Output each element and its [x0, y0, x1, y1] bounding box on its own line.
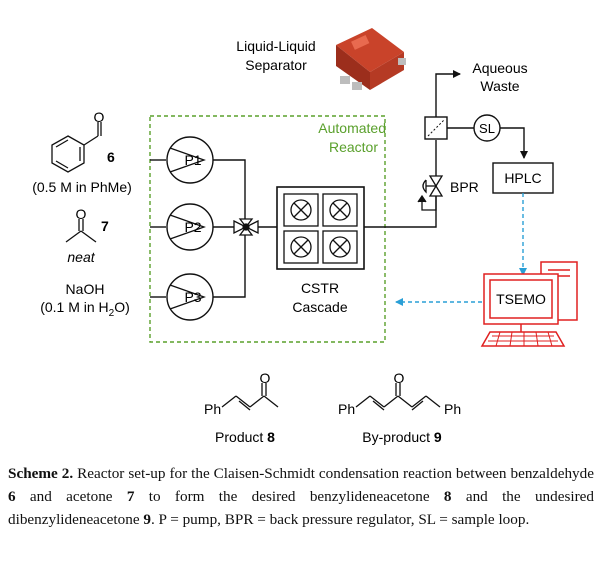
reactor-scheme-figure: Liquid-Liquid Separator Aqueous Waste Au…: [32, 28, 578, 445]
aqueous-label-line1: Aqueous: [472, 60, 527, 76]
acetone-o: O: [76, 206, 87, 222]
computer-icon: [480, 261, 578, 347]
byproduct-9-o: O: [394, 370, 405, 386]
reagent-6-conc: (0.5 M in PhMe): [32, 179, 132, 195]
cstr-label-line2: Cascade: [292, 299, 347, 315]
naoh-conc: (0.1 M in H2O): [40, 299, 130, 319]
separator-symbol: [424, 116, 448, 140]
caption-num-9: 9: [143, 511, 151, 528]
aqueous-label-line2: Waste: [480, 78, 519, 94]
pump-outlet-lines: [213, 159, 277, 298]
benzaldehyde-o: O: [94, 109, 105, 125]
tsemo-label: TSEMO: [496, 291, 546, 307]
aqueous-waste-line: [435, 70, 461, 118]
benzaldehyde-structure: [51, 122, 102, 173]
separator-label-line2: Separator: [245, 57, 307, 73]
caption-num-6: 6: [8, 488, 16, 505]
bpr-label: BPR: [450, 179, 479, 195]
pump-p1-label: P1: [184, 152, 201, 168]
separator-device-image: [336, 28, 406, 90]
product-8-ph: Ph: [204, 401, 221, 417]
scheme-caption: Scheme 2. Reactor set-up for the Claisen…: [8, 462, 594, 531]
byproduct-9-caption: By-product 9: [362, 429, 442, 445]
automated-label-line1: Automated: [318, 120, 386, 136]
caption-label: Scheme 2.: [8, 465, 74, 482]
cstr-outlet-line: [364, 140, 437, 228]
mixing-valve-icon: [233, 218, 259, 236]
pump-p3-label: P3: [184, 289, 201, 305]
bpr-valve-icon: [417, 175, 444, 211]
cstr-cascade: [276, 186, 365, 270]
product-8-caption: Product 8: [215, 429, 275, 445]
product-8-o: O: [260, 370, 271, 386]
hplc-box: [492, 162, 554, 194]
caption-text-1: Reactor set-up for the Claisen-Schmidt c…: [73, 465, 594, 482]
caption-num-7: 7: [126, 488, 135, 505]
caption-text-3: to form the desired benzylideneacetone: [134, 488, 444, 505]
caption-num-8: 8: [443, 488, 452, 505]
byproduct-9-ph-left: Ph: [338, 401, 355, 417]
sl-to-hplc-line: [500, 127, 528, 159]
reagent-feed-lines: [150, 159, 166, 298]
product-8-structure: [221, 383, 279, 411]
byproduct-9-ph-right: Ph: [444, 401, 461, 417]
pump-p2-label: P2: [184, 219, 201, 235]
separator-label-line1: Liquid-Liquid: [236, 38, 315, 54]
hplc-label: HPLC: [504, 170, 541, 186]
reagent-7-number: 7: [101, 218, 109, 234]
sl-label: SL: [479, 121, 495, 136]
acetone-structure: [65, 219, 97, 243]
reagent-7-note: neat: [67, 249, 95, 265]
cstr-label-line1: CSTR: [301, 280, 339, 296]
automated-reactor-box: [149, 115, 386, 343]
byproduct-9-structure: [355, 383, 441, 411]
caption-text-2: and acetone: [15, 488, 127, 505]
automated-label-line2: Reactor: [329, 139, 378, 155]
caption-text-4: and the undesired dibenzylideneacetone: [8, 488, 594, 528]
caption-text-5: . P = pump, BPR = back pressure regulato…: [150, 511, 530, 528]
naoh-label: NaOH: [66, 281, 105, 297]
reagent-6-number: 6: [107, 149, 115, 165]
